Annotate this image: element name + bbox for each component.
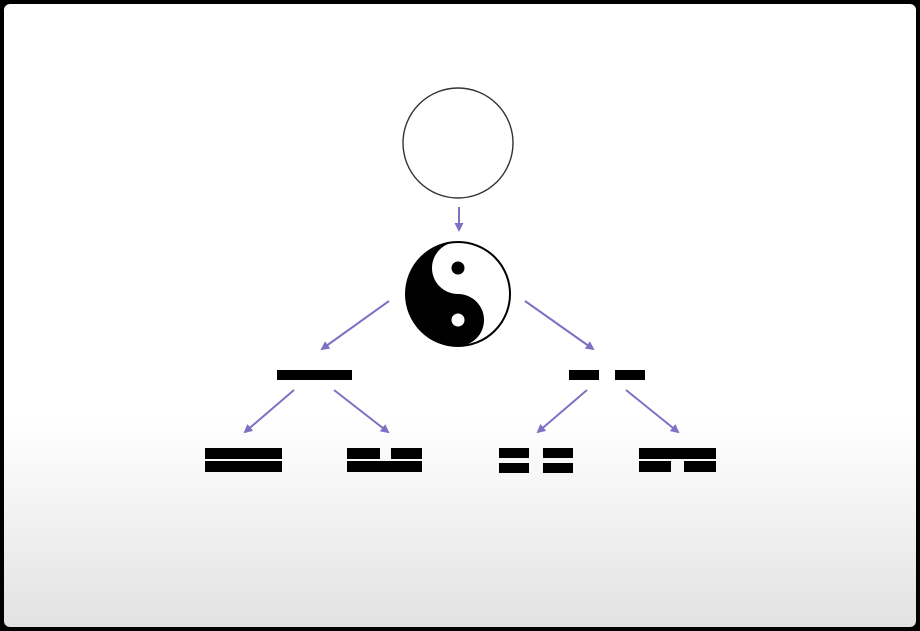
arrow-group — [243, 207, 680, 434]
greater-yin-bigram — [499, 448, 573, 473]
lesser-yin-bigram — [347, 448, 422, 472]
yin-line — [569, 370, 645, 380]
bagua-derivation-diagram — [205, 87, 716, 473]
arrow-yin-lesser-yang — [625, 389, 680, 434]
arrow-taiji-yin — [524, 300, 595, 351]
arrow-yang-greater-yang — [243, 389, 295, 434]
yin-yang-icon — [405, 241, 511, 347]
wuji-circle — [402, 87, 514, 199]
lesser-yang-bigram — [639, 448, 716, 472]
arrow-taiji-yang — [320, 300, 390, 351]
arrow-yin-greater-yin — [536, 389, 588, 434]
arrow-yang-lesser-yin — [333, 389, 390, 434]
greater-yang-bigram — [205, 448, 282, 472]
slide-frame — [4, 4, 916, 627]
yang-line — [277, 370, 352, 380]
